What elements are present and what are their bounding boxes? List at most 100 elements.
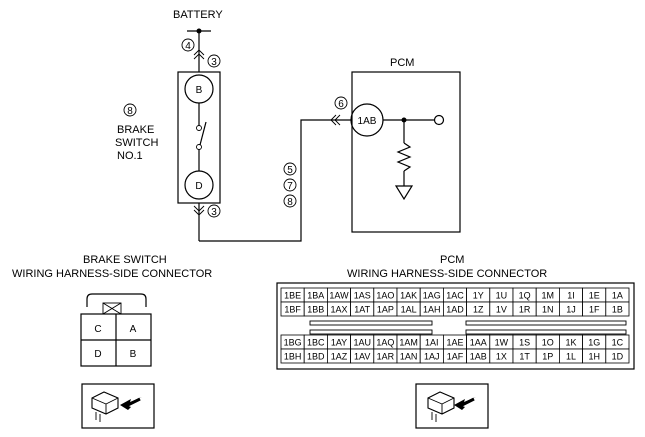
pcm-pin-label: 1T bbox=[519, 352, 530, 362]
pcm-pin-label: 1C bbox=[612, 338, 624, 348]
pcm-pin-label: 1W bbox=[495, 338, 509, 348]
pcm-pin-label: 1Z bbox=[473, 305, 484, 315]
pcm-pin-label: 1B bbox=[612, 305, 623, 315]
pcm-pin-label: 1AS bbox=[354, 291, 371, 301]
switch-contact-upper bbox=[196, 125, 202, 131]
brake-connector-title-2: WIRING HARNESS-SIDE CONNECTOR bbox=[12, 268, 212, 280]
connector-view-icon bbox=[427, 391, 476, 422]
ref-number-wire-1: 5 bbox=[287, 165, 293, 176]
pcm-pin-label: 1AP bbox=[377, 305, 394, 315]
pcm-connector-key-bar bbox=[309, 320, 433, 326]
brake-connector-pin: B bbox=[130, 349, 137, 360]
battery-label: BATTERY bbox=[173, 9, 223, 21]
pcm-pin-label: 1AK bbox=[400, 291, 417, 301]
brake-connector-pin: D bbox=[94, 349, 101, 360]
brake-switch-label-1: BRAKE bbox=[117, 124, 154, 136]
ground-icon bbox=[394, 185, 414, 201]
ref-number-brake-switch: 8 bbox=[127, 106, 133, 117]
connector-chevron-icon bbox=[193, 49, 205, 56]
ref-number-battery: 4 bbox=[185, 41, 191, 52]
ref-circle-wire-3 bbox=[283, 194, 297, 208]
pcm-pin-label: 1AR bbox=[377, 352, 395, 362]
connector-view-icon bbox=[91, 391, 142, 422]
pcm-pin-label: 1AC bbox=[446, 291, 464, 301]
pcm-pin-label: 1P bbox=[542, 352, 553, 362]
pcm-pin-label: 1G bbox=[588, 338, 600, 348]
connector-chevron-icon bbox=[330, 114, 337, 126]
pcm-connector-key-bar bbox=[465, 329, 627, 335]
pcm-pin-label: 1N bbox=[542, 305, 554, 315]
pcm-label: PCM bbox=[390, 57, 414, 69]
pcm-pin-label: 1R bbox=[519, 305, 531, 315]
latch-cross-b bbox=[102, 302, 122, 315]
brake-connector-title-1: BRAKE SWITCH bbox=[83, 254, 167, 266]
pcm-pin-label: 1AI bbox=[425, 338, 439, 348]
pcm-pin-label: 1AO bbox=[376, 291, 394, 301]
pcm-pin-label: 1AX bbox=[330, 305, 347, 315]
pcm-connector-key-bar bbox=[309, 329, 433, 335]
pcm-pin-label: 1L bbox=[566, 352, 576, 362]
ref-circle-top-conn bbox=[207, 54, 221, 68]
pcm-pin-label: 1U bbox=[496, 291, 508, 301]
ref-number-top-conn: 3 bbox=[211, 57, 217, 68]
terminal-d bbox=[184, 170, 214, 200]
pcm-pin-label: 1AH bbox=[423, 305, 441, 315]
ref-number-pcm-conn: 6 bbox=[338, 99, 344, 110]
pcm-pin-label: 1AB bbox=[470, 352, 487, 362]
switch-blade bbox=[199, 121, 207, 146]
pcm-pin-label: 1BB bbox=[307, 305, 324, 315]
pcm-pin-label: 1V bbox=[496, 305, 507, 315]
pcm-connector-outline bbox=[276, 282, 635, 370]
connector-chevron-icon bbox=[193, 209, 205, 216]
pcm-pin-label: 1AE bbox=[446, 338, 463, 348]
pcm-pin-label: 1AD bbox=[446, 305, 464, 315]
brake-connector-pin: A bbox=[130, 324, 137, 335]
pcm-pin-label: 1D bbox=[612, 352, 624, 362]
ref-circle-bottom-conn bbox=[207, 204, 221, 218]
pcm-pin-cell bbox=[605, 301, 630, 317]
pcm-pin-label: 1AU bbox=[353, 338, 371, 348]
brake-switch-label-3: NO.1 bbox=[117, 150, 143, 162]
pcm-pin-label: 1E bbox=[589, 291, 600, 301]
pcm-pin-label: 1O bbox=[542, 338, 554, 348]
pcm-connector-title-1: PCM bbox=[440, 254, 464, 266]
pcm-pin-label: 1AA bbox=[470, 338, 487, 348]
pcm-pin-label: 1I bbox=[567, 291, 575, 301]
pcm-pin-label: 1AZ bbox=[331, 352, 348, 362]
pcm-pin-label: 1M bbox=[542, 291, 555, 301]
connector-chevron-icon bbox=[334, 114, 341, 126]
ref-number-wire-2: 7 bbox=[287, 181, 293, 192]
ref-circle-battery bbox=[181, 38, 195, 52]
brake-connector-pin: C bbox=[94, 324, 101, 335]
pcm-pin-label: 1AG bbox=[423, 291, 441, 301]
pcm-connector-title-2: WIRING HARNESS-SIDE CONNECTOR bbox=[347, 268, 547, 280]
terminal-1ab-label: 1AB bbox=[358, 116, 377, 127]
connector-chevron-icon bbox=[193, 205, 205, 212]
pcm-pin-label: 1AF bbox=[447, 352, 464, 362]
pcm-pin-label: 1K bbox=[565, 338, 576, 348]
terminal-d-label: D bbox=[195, 181, 202, 192]
pcm-pin-label: 1H bbox=[588, 352, 600, 362]
view-direction-box-left bbox=[81, 383, 155, 429]
resistor-icon bbox=[396, 142, 412, 172]
view-direction-box-right bbox=[415, 383, 489, 429]
pcm-pin-label: 1Y bbox=[473, 291, 484, 301]
pcm-pin-label: 1AW bbox=[329, 291, 349, 301]
pcm-pin-label: 1AQ bbox=[376, 338, 394, 348]
pcm-pin-label: 1BH bbox=[284, 352, 302, 362]
pcm-connector-key-bar bbox=[465, 320, 627, 326]
brake-connector-lock-housing bbox=[86, 293, 147, 307]
pcm-pin-label: 1Q bbox=[519, 291, 531, 301]
brake-switch-label-2: SWITCH bbox=[115, 137, 158, 149]
pcm-pin-label: 1AM bbox=[399, 338, 418, 348]
pcm-pin-label: 1BE bbox=[284, 291, 301, 301]
pcm-pin-label: 1AY bbox=[331, 338, 347, 348]
ref-circle-wire-1 bbox=[283, 162, 297, 176]
ref-circle-pcm-conn bbox=[334, 96, 348, 110]
pcm-box bbox=[351, 71, 461, 233]
switch-contact-lower bbox=[196, 144, 202, 150]
ref-circle-wire-2 bbox=[283, 178, 297, 192]
ref-number-wire-3: 8 bbox=[287, 197, 293, 208]
